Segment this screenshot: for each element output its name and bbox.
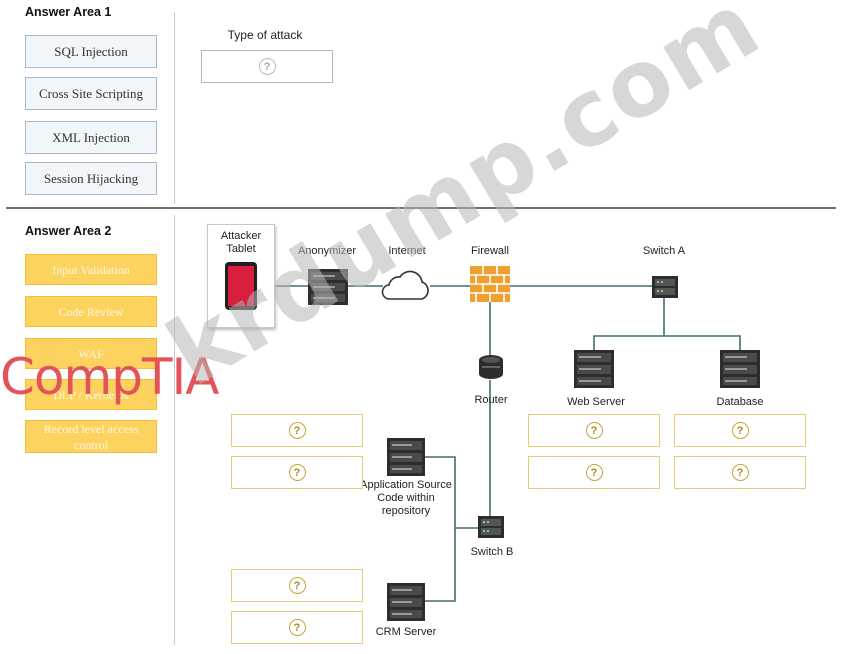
crm-drop-target-1[interactable]: ? [231, 569, 363, 602]
database-label: Database [716, 396, 764, 408]
web-server-icon [574, 350, 614, 388]
area-1-divider [174, 12, 175, 204]
question-icon: ? [258, 58, 276, 75]
switch-b-icon [478, 516, 504, 538]
internet-label: Internet [388, 245, 426, 257]
attacker-tablet-node: Attacker Tablet [207, 224, 275, 328]
router-label: Router [474, 394, 508, 406]
question-icon: ? [585, 422, 603, 439]
anonymizer-label: Anonymizer [297, 245, 357, 257]
application-server-icon [387, 438, 425, 476]
question-icon: ? [288, 422, 306, 439]
web-server-drop-target-2[interactable]: ? [528, 456, 660, 489]
option-dlp-kerberos[interactable]: DLP / Kerberos [25, 379, 157, 410]
tablet-icon [225, 262, 257, 310]
cloud-icon [381, 270, 429, 300]
option-cross-site-scripting[interactable]: Cross Site Scripting [25, 77, 157, 110]
database-drop-target-1[interactable]: ? [674, 414, 806, 447]
crm-drop-target-2[interactable]: ? [231, 611, 363, 644]
option-xml-injection[interactable]: XML Injection [25, 121, 157, 154]
type-of-attack-label: Type of attack [227, 28, 303, 42]
question-icon: ? [585, 464, 603, 481]
option-session-hijacking[interactable]: Session Hijacking [25, 162, 157, 195]
option-record-level-access-control[interactable]: Record level access control [25, 420, 157, 453]
answer-area-1-title: Answer Area 1 [25, 5, 112, 19]
question-icon: ? [288, 577, 306, 594]
firewall-label: Firewall [471, 245, 509, 257]
answer-area-2-title: Answer Area 2 [25, 224, 112, 238]
application-source-label: Application Source Code within repositor… [360, 479, 452, 517]
switch-a-icon [652, 276, 678, 298]
question-icon: ? [288, 619, 306, 636]
switch-a-label: Switch A [642, 245, 686, 257]
option-input-validation[interactable]: Input Validation [25, 254, 157, 285]
question-icon: ? [731, 422, 749, 439]
app-drop-target-2[interactable]: ? [231, 456, 363, 489]
router-icon [479, 355, 503, 379]
option-waf[interactable]: WAF [25, 338, 157, 369]
option-code-review[interactable]: Code Review [25, 296, 157, 327]
web-server-drop-target-1[interactable]: ? [528, 414, 660, 447]
crm-server-icon [387, 583, 425, 621]
option-sql-injection[interactable]: SQL Injection [25, 35, 157, 68]
question-icon: ? [731, 464, 749, 481]
area-separator [6, 207, 836, 209]
firewall-icon [470, 266, 510, 302]
area-2-divider [174, 215, 175, 645]
web-server-label: Web Server [567, 396, 625, 408]
type-of-attack-drop-target[interactable]: ? [201, 50, 333, 83]
question-icon: ? [288, 464, 306, 481]
anonymizer-server-icon [308, 269, 348, 305]
switch-b-label: Switch B [470, 546, 514, 558]
attacker-tablet-label: Attacker Tablet [220, 230, 262, 255]
database-drop-target-2[interactable]: ? [674, 456, 806, 489]
database-server-icon [720, 350, 760, 388]
crm-server-label: CRM Server [375, 626, 437, 638]
brand-logo: CompTIA [0, 348, 219, 406]
app-drop-target-1[interactable]: ? [231, 414, 363, 447]
